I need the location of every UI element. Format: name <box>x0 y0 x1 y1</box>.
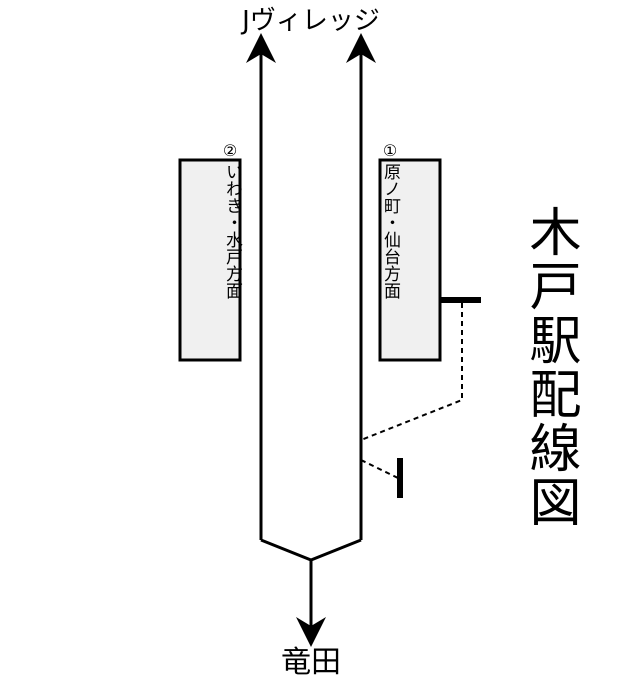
junction <box>260 538 362 562</box>
platform-2-number: ② <box>223 141 237 160</box>
sidings <box>360 297 481 498</box>
north-destination-label: Jヴィレッジ <box>240 6 380 36</box>
platform-2-direction: いわき・水戸方面 <box>222 163 243 299</box>
platform-2: ② いわき・水戸方面 <box>178 141 243 362</box>
south-destination-label: 竜田 <box>281 645 341 680</box>
platform-1-number: ① <box>383 141 397 160</box>
platform-1-direction: 原ノ町・仙台方面 <box>380 163 401 299</box>
diagram-title: 木戸駅配線図 <box>520 205 580 529</box>
tracks <box>246 33 376 647</box>
platform-1: ① 原ノ町・仙台方面 <box>378 141 442 362</box>
